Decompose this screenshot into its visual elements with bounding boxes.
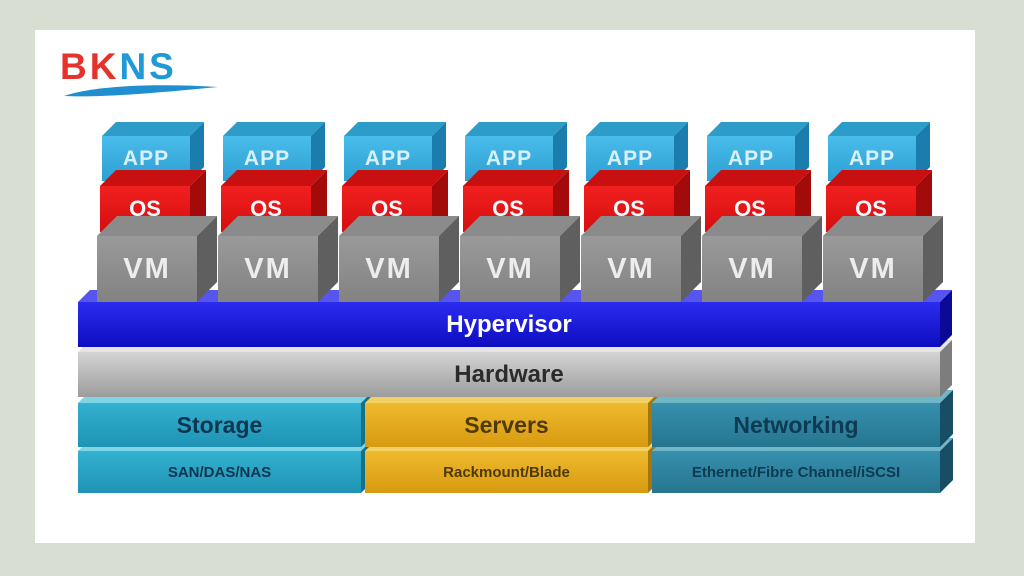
networking-sub-slab: Ethernet/Fibre Channel/iSCSI — [652, 451, 940, 493]
app-label: APP — [606, 146, 654, 170]
os-label: OS — [492, 196, 524, 221]
app-label: APP — [243, 146, 291, 170]
app-block: APP — [828, 136, 916, 181]
storage-slab: Storage — [78, 403, 361, 447]
diagram-card: BKNS SAN/DAS/NAS Rackmount/Blade Etherne… — [35, 30, 975, 543]
logo-swoosh-icon — [64, 85, 218, 97]
os-label: OS — [613, 196, 645, 221]
servers-sub-slab: Rackmount/Blade — [365, 451, 648, 493]
os-block: OS — [705, 186, 795, 232]
app-block: APP — [586, 136, 674, 181]
servers-slab: Servers — [365, 403, 648, 447]
app-block: APP — [102, 136, 190, 181]
app-block: APP — [707, 136, 795, 181]
logo-part-blue: NS — [119, 46, 177, 87]
networking-slab: Networking — [652, 403, 940, 447]
networking-sublabel: Ethernet/Fibre Channel/iSCSI — [691, 463, 901, 481]
bkns-logo: BKNS — [60, 48, 230, 99]
app-label: APP — [848, 146, 896, 170]
os-block: OS — [100, 186, 190, 232]
os-label: OS — [371, 196, 403, 221]
os-label: OS — [250, 196, 282, 221]
app-label: APP — [364, 146, 412, 170]
servers-label: Servers — [464, 411, 549, 438]
app-label: APP — [727, 146, 775, 170]
os-label: OS — [734, 196, 766, 221]
app-label: APP — [485, 146, 533, 170]
app-label: APP — [122, 146, 170, 170]
os-block: OS — [342, 186, 432, 232]
hardware-bar: Hardware — [78, 352, 940, 397]
hypervisor-label: Hypervisor — [446, 310, 572, 338]
app-block: APP — [465, 136, 553, 181]
os-block: OS — [221, 186, 311, 232]
os-block: OS — [463, 186, 553, 232]
os-block: OS — [826, 186, 916, 232]
os-label: OS — [129, 196, 161, 221]
app-block: APP — [344, 136, 432, 181]
app-block: APP — [223, 136, 311, 181]
os-label: OS — [855, 196, 887, 221]
storage-sublabel: SAN/DAS/NAS — [167, 463, 272, 481]
storage-label: Storage — [176, 411, 263, 438]
bkns-logo-text: BKNS — [60, 48, 230, 85]
hypervisor-bar: Hypervisor — [78, 302, 940, 347]
hardware-label: Hardware — [454, 360, 564, 388]
networking-label: Networking — [733, 411, 859, 438]
storage-sub-slab: SAN/DAS/NAS — [78, 451, 361, 493]
logo-part-red: BK — [60, 46, 120, 87]
servers-sublabel: Rackmount/Blade — [443, 463, 570, 481]
os-block: OS — [584, 186, 674, 232]
